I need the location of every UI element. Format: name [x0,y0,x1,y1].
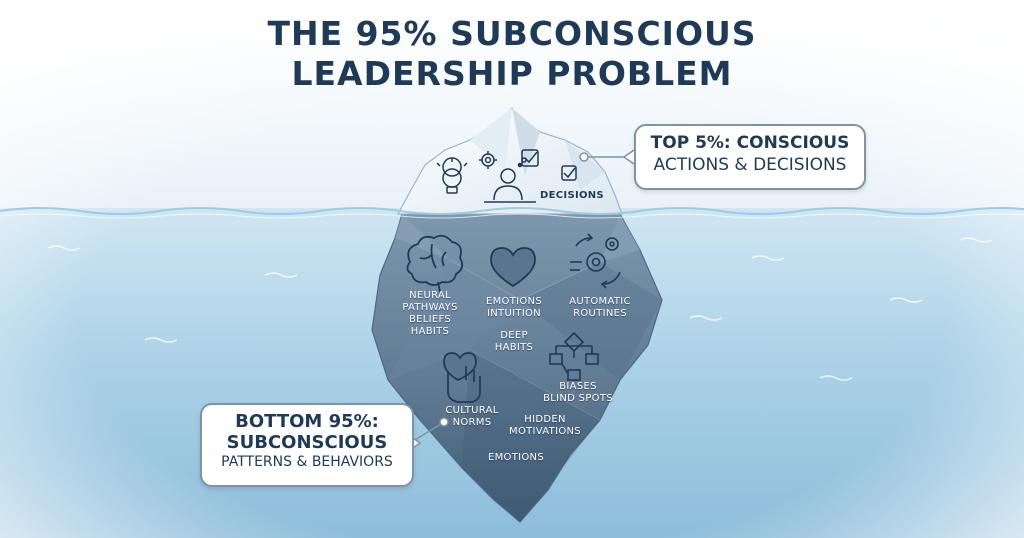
title-line-2: LEADERSHIP PROBLEM [291,54,733,93]
person-icon [484,157,536,203]
flowchart-icon [549,331,599,381]
label-line: NEURAL [409,290,451,301]
connector-top [579,149,635,165]
label-line: HIDDEN [524,414,566,425]
callout-bottom-line-2: SUBCONSCIOUS [226,432,388,453]
lightbulb-icon [436,157,468,194]
label-line: BLIND SPOTS [543,393,613,404]
label-line: PATHWAYS [402,302,458,313]
label-deep-habits: DEEP HABITS [476,330,552,354]
callout-bottom: BOTTOM 95%: SUBCONSCIOUS PATTERNS & BEHA… [200,403,414,487]
heart-icon [490,247,536,288]
label-line: AUTOMATIC [569,296,631,307]
label-line: NORMS [452,417,492,428]
callout-top-line-2: ACTIONS & DECISIONS [653,155,847,175]
label-line: HABITS [494,342,534,353]
label-line: MOTIVATIONS [509,426,581,437]
brain-icon [406,234,464,293]
label-line: CULTURAL [445,405,499,416]
label-line: DEEP [500,330,528,341]
label-hidden-motivations: HIDDEN MOTIVATIONS [500,414,590,438]
label-line: INTUITION [487,308,541,319]
gears-cycle-icon [570,233,621,289]
waterline [0,207,1024,215]
label-cultural-norms: CULTURAL NORMS [434,405,510,429]
callout-top: TOP 5%: CONSCIOUS ACTIONS & DECISIONS [634,124,866,190]
heart-hand-icon [443,352,481,403]
label-line: BIASES [559,381,597,392]
label-emotions-intuition: EMOTIONS INTUITION [472,296,556,320]
title-line-1: THE 95% SUBCONSCIOUS [267,14,757,53]
gear-icon [479,151,497,169]
checkbox-icon [561,165,577,181]
label-neural-pathways: NEURAL PATHWAYS BELIEFS HABITS [390,290,470,338]
callout-top-line-1: TOP 5%: CONSCIOUS [650,133,850,153]
label-line: ROUTINES [573,308,627,319]
callout-bottom-line-1: BOTTOM 95%: [235,411,379,432]
label-line: HABITS [410,326,450,337]
callout-bottom-line-3: PATTERNS & BEHAVIORS [221,454,393,470]
label-line: BELIEFS [408,314,452,325]
decisions-label: DECISIONS [540,190,604,201]
wave-marks [47,237,993,381]
label-emotions: EMOTIONS [488,452,544,463]
label-automatic-routines: AUTOMATIC ROUTINES [560,296,640,320]
label-line: EMOTIONS [486,296,542,307]
label-biases-blind-spots: BIASES BLIND SPOTS [536,381,620,405]
iceberg-underwater [371,213,663,523]
